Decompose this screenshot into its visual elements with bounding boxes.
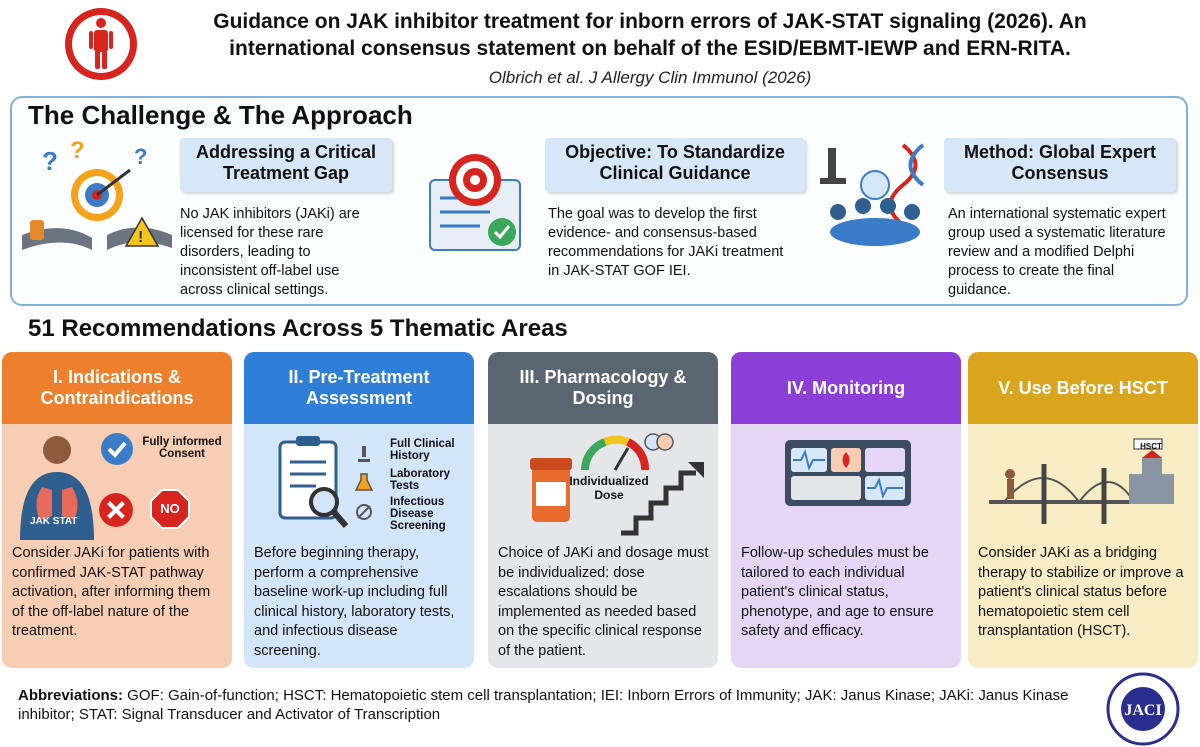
recommendation-card-indications: I. Indications & Contraindications JAK S… <box>2 352 232 668</box>
challenge-item-text: No JAK inhibitors (JAKi) are licensed fo… <box>180 206 360 298</box>
no-sign-icon <box>150 489 190 529</box>
patient-lungs-icon <box>20 436 94 540</box>
card-title: II. Pre-Treatment Assessment <box>244 352 474 424</box>
challenge-item-title: Objective: To Standardize Clinical Guida… <box>545 138 805 192</box>
card-text: Follow-up schedules must be tailored to … <box>741 545 934 639</box>
card-illustration: Individualized Dose <box>488 424 718 544</box>
svg-text:?: ? <box>134 144 147 169</box>
consent-label: Fully informed Consent <box>142 436 222 460</box>
pill-bottle-icon <box>530 458 572 522</box>
expert-group-icon <box>820 143 925 246</box>
microscope-icon <box>358 446 370 462</box>
challenge-item-title: Addressing a Critical Treatment Gap <box>180 138 392 192</box>
recommendation-card-pretreatment: II. Pre-Treatment Assessment Full Clinic… <box>244 352 474 668</box>
people-icon <box>644 433 674 451</box>
card-text: Consider JAKi for patients with confirme… <box>12 545 211 639</box>
abbreviations: Abbreviations: GOF: Gain-of-function; HS… <box>18 686 1098 724</box>
recommendation-card-monitoring: IV. Monitoring Follow-up schedules must … <box>731 352 961 668</box>
flask-icon <box>354 473 374 491</box>
card-illustration: HSCT <box>968 424 1198 544</box>
svg-text:!: ! <box>138 229 143 246</box>
checkmark-icon <box>101 433 133 465</box>
page-title: Guidance on JAK inhibitor treatment for … <box>213 10 1087 60</box>
gauge-icon <box>581 435 649 471</box>
person-stop-sign-icon <box>65 8 137 80</box>
abbreviations-text: GOF: Gain-of-function; HSCT: Hematopoiet… <box>18 687 1069 723</box>
challenge-panel <box>10 96 1188 306</box>
card-illustration: JAK STAT Fully informed Consent NO <box>2 424 232 544</box>
challenge-item-title: Method: Global Expert Consensus <box>944 138 1176 192</box>
stairs-arrow-icon <box>621 462 704 536</box>
target-checklist-icon <box>429 154 521 251</box>
recommendation-card-dosing: III. Pharmacology & Dosing Individualize… <box>488 352 718 668</box>
card-title: IV. Monitoring <box>731 352 961 424</box>
card-text: Before beginning therapy, perform a comp… <box>254 545 455 659</box>
no-sign-label: NO <box>160 501 180 516</box>
card-illustration: Full Clinical History Laboratory Tests I… <box>244 424 474 544</box>
screening-label: Infectious Disease Screening <box>390 496 446 532</box>
challenge-item-text: The goal was to develop the first eviden… <box>548 206 784 279</box>
bridge-castle-icon <box>989 438 1174 524</box>
recommendation-card-hsct: V. Use Before HSCT HSCT Consider JAKi as… <box>968 352 1198 668</box>
abbreviations-label: Abbreviations: <box>18 687 124 704</box>
virus-icon <box>356 504 372 520</box>
svg-text:?: ? <box>42 146 58 176</box>
card-title: I. Indications & Contraindications <box>2 352 232 424</box>
jak-stat-label: JAK STAT <box>30 516 78 527</box>
citation: Olbrich et al. J Allergy Clin Immunol (2… <box>488 68 812 87</box>
hsct-sign-label: HSCT <box>1140 442 1162 451</box>
svg-text:JACI: JACI <box>1124 702 1161 719</box>
jaci-logo: JACI <box>1106 672 1180 746</box>
card-title: III. Pharmacology & Dosing <box>488 352 718 424</box>
challenge-item-text: An international systematic expert group… <box>948 206 1166 298</box>
svg-text:?: ? <box>70 140 85 164</box>
target-broken-road-icon: ? ? ? ! <box>22 140 172 250</box>
lab-tests-label: Laboratory Tests <box>390 468 451 492</box>
card-illustration <box>731 424 961 544</box>
monitor-dashboard-icon <box>785 440 911 506</box>
card-title: V. Use Before HSCT <box>968 352 1198 424</box>
clipboard-magnifier-icon <box>278 436 349 528</box>
individualized-dose-label: Individualized Dose <box>569 474 649 502</box>
card-text: Consider JAKi as a bridging therapy to s… <box>978 545 1184 639</box>
challenge-heading: The Challenge & The Approach <box>28 100 413 130</box>
card-text: Choice of JAKi and dosage must be indivi… <box>498 545 709 659</box>
cross-icon <box>99 493 133 527</box>
history-label: Full Clinical History <box>390 438 455 462</box>
recommendations-heading: 51 Recommendations Across 5 Thematic Are… <box>28 315 568 342</box>
